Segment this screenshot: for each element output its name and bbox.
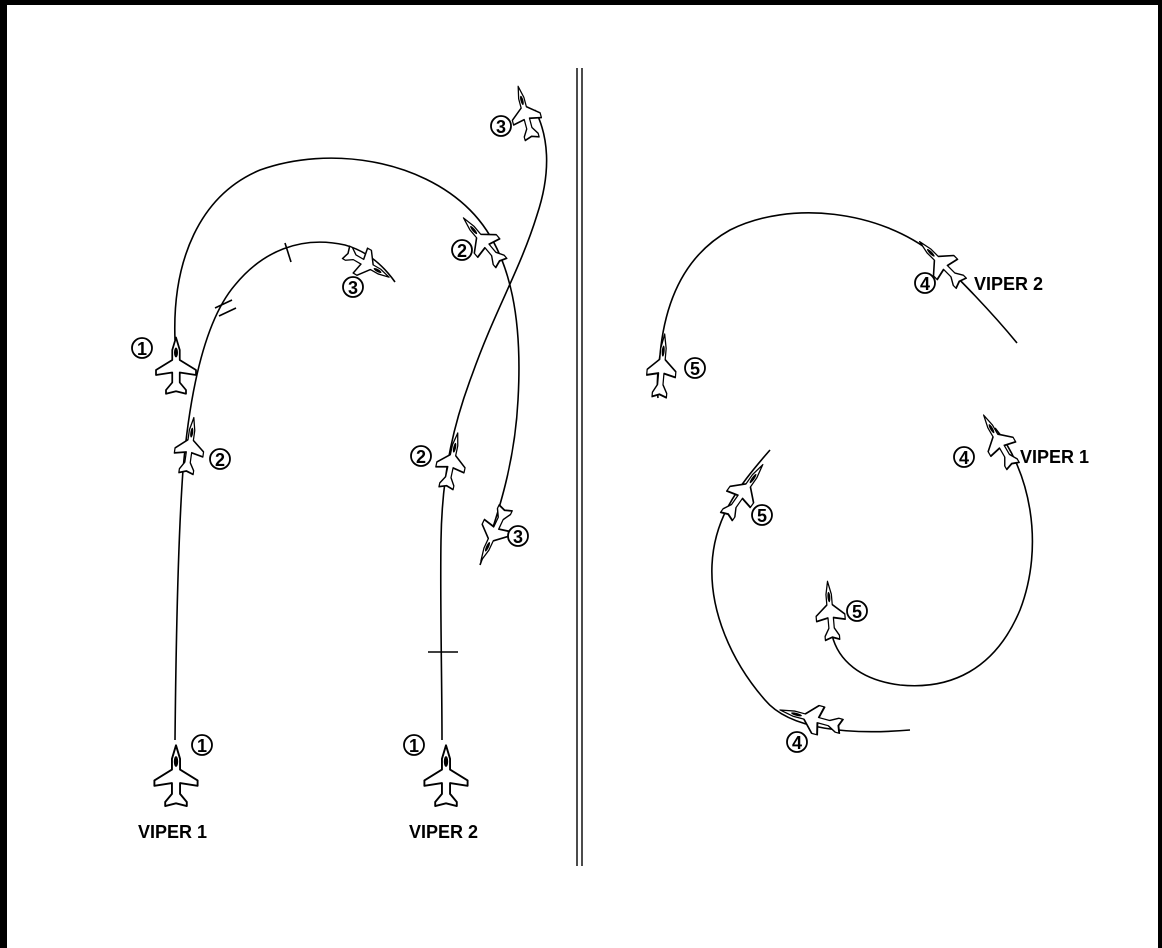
step-marker-4-bottom: 4	[786, 731, 808, 753]
step-marker-3-top: 3	[490, 115, 512, 137]
jet-viper1-pos1-high	[155, 336, 197, 395]
svg-text:3: 3	[513, 527, 523, 547]
tick-mark-2	[218, 307, 237, 317]
svg-text:2: 2	[457, 241, 467, 261]
svg-text:2: 2	[416, 447, 426, 467]
jet-viper1-pos2	[170, 414, 209, 477]
svg-text:4: 4	[920, 274, 930, 294]
jet-viper2-pos3-high	[503, 81, 547, 144]
svg-text:4: 4	[959, 448, 969, 468]
label-viper1-right: VIPER 1	[1020, 447, 1089, 467]
svg-text:5: 5	[852, 602, 862, 622]
step-marker-5-upper: 5	[751, 504, 773, 526]
label-viper2-right: VIPER 2	[974, 274, 1043, 294]
svg-text:3: 3	[348, 278, 358, 298]
step-marker-1-viper1: 1	[191, 734, 213, 756]
tick-mark-3	[284, 242, 292, 263]
viper1-path-right-panel	[831, 427, 1034, 687]
svg-text:1: 1	[409, 736, 419, 756]
jet-pos5-lower	[812, 579, 848, 642]
label-viper2-left: VIPER 2	[409, 822, 478, 842]
svg-text:2: 2	[215, 450, 225, 470]
svg-text:3: 3	[496, 117, 506, 137]
label-viper1-left: VIPER 1	[138, 822, 207, 842]
step-marker-1-viper2: 1	[403, 734, 425, 756]
viper2-path-right-panel	[656, 212, 1018, 399]
jet-viper1-pos4	[970, 407, 1027, 474]
step-marker-5-lower: 5	[846, 600, 868, 622]
viper1-path-left	[174, 241, 396, 741]
viper1-high-arc	[174, 157, 520, 566]
step-marker-2-viper2-high: 2	[451, 239, 473, 261]
step-marker-5-left: 5	[684, 357, 706, 379]
svg-text:1: 1	[197, 736, 207, 756]
jet-viper2-pos1	[423, 744, 469, 807]
step-marker-2-viper2-low: 2	[410, 445, 432, 467]
tick-mark-1	[214, 299, 233, 309]
step-marker-4-viper2: 4	[914, 272, 936, 294]
step-marker-3-mid: 3	[342, 276, 364, 298]
svg-text:5: 5	[690, 359, 700, 379]
jet-viper1-pos1	[153, 744, 199, 807]
viper2-path-right-turn	[439, 109, 548, 741]
svg-text:4: 4	[792, 733, 802, 753]
jet-pos4-bottom	[775, 695, 846, 742]
svg-text:1: 1	[137, 339, 147, 359]
step-marker-2-viper1: 2	[209, 448, 231, 470]
step-marker-4-viper1: 4	[953, 446, 975, 468]
jet-viper2-pos5	[643, 332, 681, 400]
svg-text:5: 5	[757, 506, 767, 526]
step-marker-3-low: 3	[507, 525, 529, 547]
step-marker-1-high: 1	[131, 337, 153, 359]
